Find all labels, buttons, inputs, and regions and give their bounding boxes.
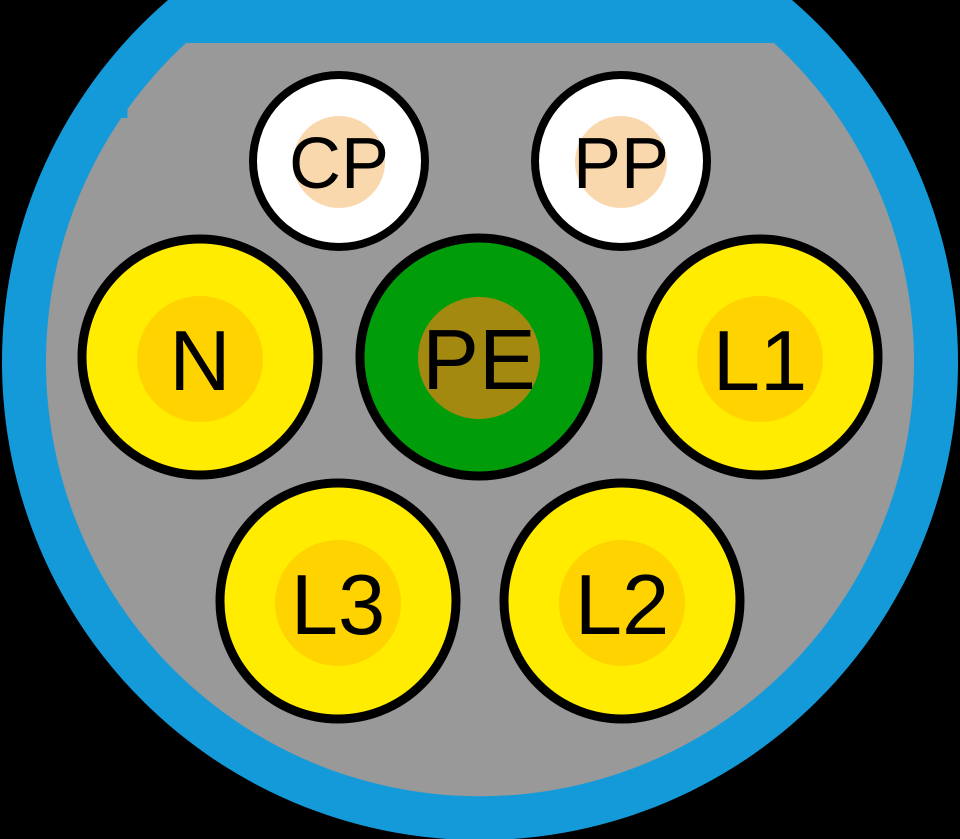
pin-l1-label: L1 — [713, 314, 808, 409]
pin-l1: L1 — [637, 234, 883, 480]
pin-l2-contact — [559, 540, 685, 666]
pin-l2-label: L2 — [575, 558, 670, 653]
pin-pp: PP — [531, 71, 711, 251]
pin-pp-contact — [575, 116, 667, 208]
pin-n: N — [77, 234, 323, 480]
pin-pe: PE — [355, 233, 603, 481]
pin-l3-label: L3 — [291, 558, 386, 653]
pin-n-contact — [137, 296, 263, 422]
pin-pe-contact — [418, 297, 540, 419]
pin-l3-contact — [275, 540, 401, 666]
pin-l3: L3 — [215, 478, 461, 724]
pin-l1-contact — [697, 296, 823, 422]
pin-pp-label: PP — [573, 124, 669, 204]
pin-n-label: N — [169, 314, 230, 409]
pin-pe-label: PE — [422, 313, 535, 408]
pin-cp: CP — [249, 71, 429, 251]
pin-cp-label: CP — [289, 124, 389, 204]
pin-cp-contact — [293, 116, 385, 208]
pin-l2: L2 — [499, 478, 745, 724]
